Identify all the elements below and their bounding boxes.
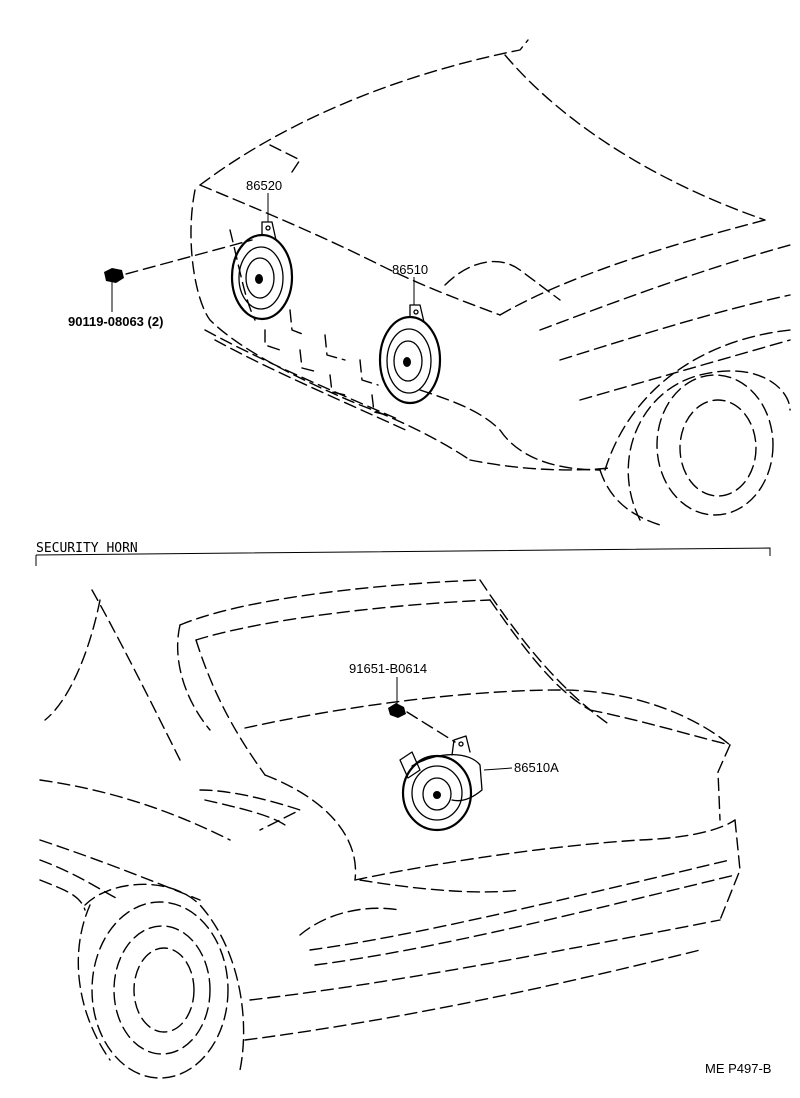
rear-car-outline	[39, 579, 741, 1079]
figure-code: ME P497-B	[705, 1061, 771, 1076]
horn-86510a-part	[399, 735, 483, 832]
label-86510a: 86510A	[514, 760, 559, 775]
section-title-security-horn: SECURITY HORN	[36, 541, 138, 556]
label-90119-08063: 90119-08063 (2)	[68, 314, 163, 329]
label-86510: 86510	[392, 262, 428, 277]
leader-86510a	[483, 767, 513, 771]
label-91651-b0614: 91651-B0614	[349, 661, 427, 676]
section-bracket-line	[35, 547, 771, 556]
bolt-91651-part	[388, 703, 456, 743]
front-car-outline	[190, 39, 791, 526]
horn-86510-part	[378, 304, 442, 405]
horn-86520-part	[230, 221, 294, 321]
bolt-90119-part	[104, 239, 253, 283]
label-86520: 86520	[246, 178, 282, 193]
